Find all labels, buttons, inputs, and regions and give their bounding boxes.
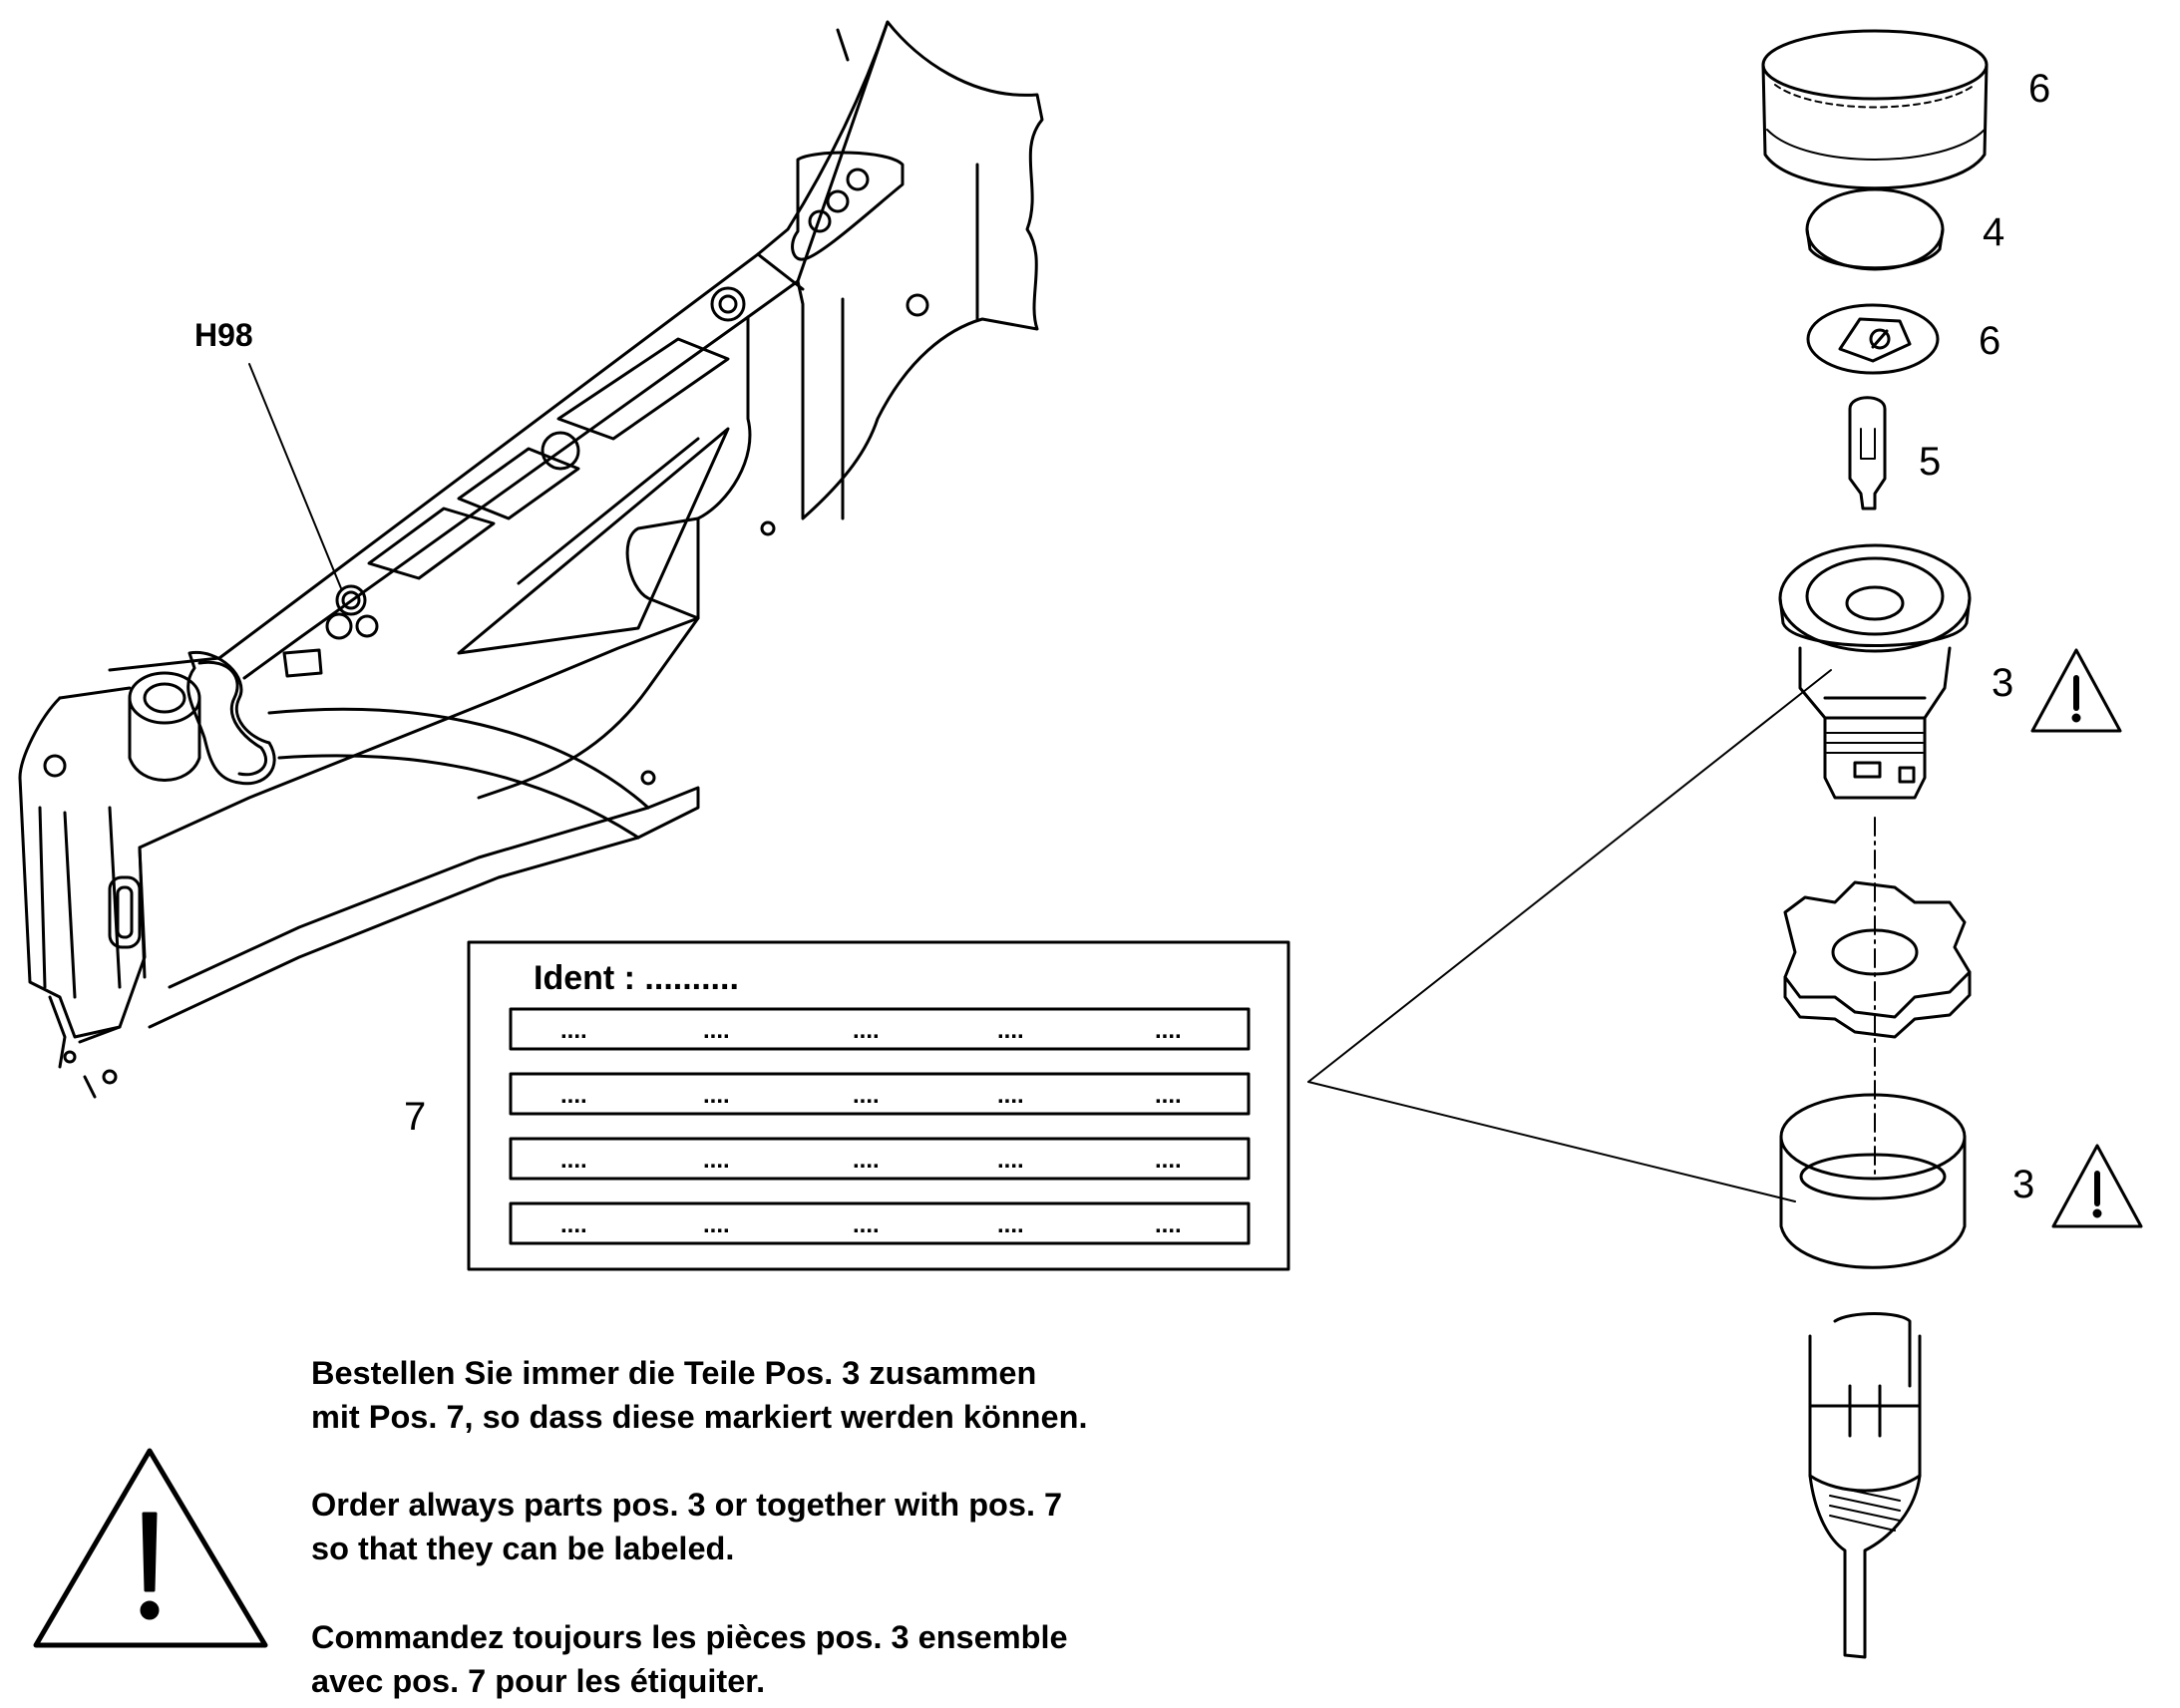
label-cell: ....	[1155, 1211, 1182, 1238]
label-cell: ....	[560, 1211, 587, 1238]
notice-de-line2: mit Pos. 7, so dass diese markiert werde…	[311, 1399, 1088, 1435]
notice-en-line1: Order always parts pos. 3 or together wi…	[311, 1487, 1063, 1523]
part-3-cup	[1779, 1093, 1967, 1269]
label-card-cells: .... .... .... .... .... .... .... .... …	[560, 1017, 1182, 1238]
label-row	[509, 1201, 1251, 1245]
notice-fr-line1: Commandez toujours les pièces pos. 3 ens…	[311, 1619, 1068, 1655]
label-cell: ....	[997, 1211, 1024, 1238]
callout-pos5: 5	[1919, 440, 1941, 484]
part-5-bulb	[1848, 396, 1887, 511]
label-cell: ....	[853, 1082, 880, 1109]
label-cell: ....	[560, 1147, 587, 1174]
notice-fr-line2: avec pos. 7 pour les étiquiter.	[311, 1663, 766, 1699]
label-card-ident: Ident : ..........	[534, 959, 739, 997]
label-cell: ....	[997, 1147, 1024, 1174]
label-row	[509, 1137, 1251, 1181]
notice-de-line1: Bestellen Sie immer die Teile Pos. 3 zus…	[311, 1355, 1037, 1391]
label-cell: ....	[703, 1211, 730, 1238]
warning-triangle-icon	[2051, 1144, 2143, 1228]
label-cell: ....	[1155, 1082, 1182, 1109]
label-cell: ....	[1155, 1147, 1182, 1174]
label-cell: ....	[997, 1082, 1024, 1109]
label-card	[467, 940, 1290, 1271]
warning-triangle-icon	[33, 1448, 268, 1648]
label-cell: ....	[703, 1082, 730, 1109]
nut	[1783, 880, 1972, 1039]
callout-pos3-top: 3	[1992, 661, 2013, 705]
label-cell: ....	[703, 1017, 730, 1044]
warning-triangle-icon	[2030, 648, 2122, 733]
label-cell: ....	[853, 1211, 880, 1238]
label-cell: ....	[560, 1017, 587, 1044]
label-cell: ....	[997, 1017, 1024, 1044]
part-4-lens	[1805, 187, 1945, 271]
part-6-cap-ring	[1761, 29, 1989, 190]
label-row	[509, 1072, 1251, 1116]
callout-pos3-bottom: 3	[2012, 1163, 2034, 1206]
label-cell: ....	[560, 1082, 587, 1109]
label-cell: ....	[1155, 1017, 1182, 1044]
leader-line-cup	[1307, 1081, 1796, 1202]
label-cell: ....	[853, 1147, 880, 1174]
notice-en-line2: so that they can be labeled.	[311, 1531, 735, 1566]
harness-connector	[1808, 1312, 1922, 1659]
h98-leader-line	[248, 363, 342, 589]
label-row	[509, 1007, 1251, 1051]
label-cell: ....	[853, 1017, 880, 1044]
callout-pos6-top: 6	[2028, 67, 2050, 111]
callout-pos6-mid: 6	[1979, 319, 2000, 363]
callout-pos4: 4	[1983, 210, 2004, 254]
dashboard-frame-drawing	[18, 20, 1044, 1099]
leader-line-socket	[1307, 669, 1832, 1083]
part-3-socket	[1778, 543, 1972, 800]
callout-h98: H98	[194, 317, 253, 353]
part-6-symbol-plate	[1806, 303, 1940, 375]
label-cell: ....	[703, 1147, 730, 1174]
callout-pos7: 7	[404, 1095, 426, 1139]
